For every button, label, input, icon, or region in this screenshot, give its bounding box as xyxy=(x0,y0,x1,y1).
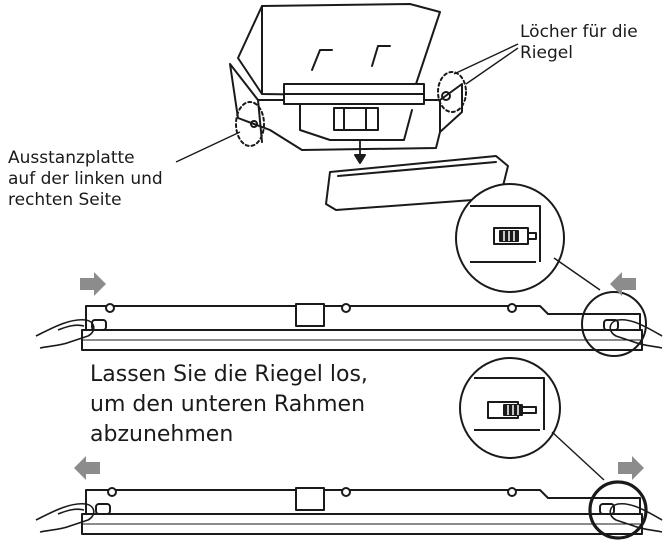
knockout-plate-label-line3: rechten Seite xyxy=(8,190,122,210)
release-instruction-line2: um den unteren Rahmen xyxy=(90,392,366,417)
frame-latched-illustration xyxy=(35,183,663,357)
frame-released-illustration xyxy=(35,357,663,540)
callout-leader-lines xyxy=(175,43,519,163)
latch-icon xyxy=(493,227,537,245)
hand-icon xyxy=(35,502,95,533)
release-instruction-label: Lassen Sie die Riegel los, um den untere… xyxy=(90,360,368,450)
latch-holes-label: Löcher für die Riegel xyxy=(520,22,638,64)
arrow-icon xyxy=(618,456,644,480)
arrow-icon xyxy=(80,272,106,296)
scanner-unit-illustration xyxy=(229,3,509,211)
arrow-icon xyxy=(74,456,100,480)
knockout-plate-label-line2: auf der linken und xyxy=(8,169,163,189)
arrow-icon xyxy=(610,272,636,296)
release-instruction-line3: abzunehmen xyxy=(90,422,234,447)
hand-icon xyxy=(609,502,663,533)
hand-icon xyxy=(609,318,663,349)
latch-holes-label-line2: Riegel xyxy=(520,43,573,63)
knockout-plate-label: Ausstanzplatte auf der linken und rechte… xyxy=(8,148,163,211)
latch-icon xyxy=(487,401,537,419)
hand-icon xyxy=(35,318,95,349)
release-instruction-line1: Lassen Sie die Riegel los, xyxy=(90,362,368,387)
latch-holes-label-line1: Löcher für die xyxy=(520,22,638,42)
knockout-plate-label-line1: Ausstanzplatte xyxy=(8,148,135,168)
